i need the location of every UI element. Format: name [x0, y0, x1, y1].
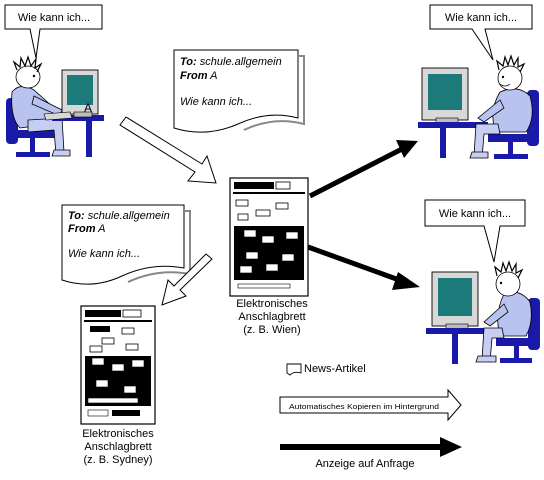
legend-auto-copy-label: Automatisches Kopieren im Hintergrund	[289, 404, 439, 411]
speech-bubble-top-left: Wie kann ich...	[4, 4, 103, 59]
legend-news-article-label: News-Artikel	[304, 363, 366, 375]
bulletin-board-sydney	[80, 305, 156, 425]
message-top-to-value: schule.allgemein	[199, 56, 282, 68]
board-sydney-line3: (z. B. Sydney)	[83, 454, 153, 466]
board-vienna-line3: (z. B. Wien)	[243, 324, 301, 336]
message-left-from-value: A	[98, 223, 106, 235]
board-sydney-line2: Anschlagbrett	[84, 441, 152, 453]
legend-news-article-icon	[286, 363, 302, 376]
message-document-top	[173, 49, 305, 133]
message-top-from-line: From A	[180, 70, 218, 83]
message-top-to-line: To: schule.allgemein	[180, 56, 282, 69]
legend-on-request-arrow	[280, 437, 462, 457]
arrow-request-mid-reader	[307, 244, 420, 290]
message-left-body: Wie kann ich...	[68, 248, 141, 260]
board-sydney-line1: Elektronisches	[82, 428, 154, 440]
message-left-to-value: schule.allgemein	[87, 210, 170, 222]
legend-auto-copy-arrow: Automatisches Kopieren im Hintergrund	[279, 388, 462, 422]
user-reader-top-right	[418, 54, 539, 159]
message-document-left	[61, 204, 191, 285]
arrow-copy-to-sydney	[161, 253, 213, 306]
bubble-text-top-right: Wie kann ich...	[445, 12, 517, 24]
user-reader-mid-right	[426, 260, 540, 364]
message-left-to-line: To: schule.allgemein	[68, 210, 170, 223]
board-vienna-line1: Elektronisches	[236, 298, 308, 310]
bulletin-board-vienna	[229, 177, 309, 297]
arrow-post-to-vienna	[119, 116, 217, 184]
speech-bubble-mid-right: Wie kann ich...	[424, 199, 526, 263]
arrow-request-top-reader	[308, 140, 418, 199]
message-top-body: Wie kann ich...	[180, 96, 253, 108]
board-vienna-caption: Elektronisches Anschlagbrett (z. B. Wien…	[224, 298, 320, 337]
message-left-to-label: To:	[68, 210, 85, 222]
message-top-from-value: A	[210, 70, 218, 82]
message-left-from-label: From	[68, 223, 96, 235]
legend-on-request-label: Anzeige auf Anfrage	[315, 458, 415, 470]
user-a-at-computer: A	[6, 55, 104, 157]
message-top-to-label: To:	[180, 56, 197, 68]
message-top-from-label: From	[180, 70, 208, 82]
bubble-text-top-left: Wie kann ich...	[18, 12, 90, 24]
computer-label-a: A	[84, 101, 92, 115]
bubble-text-mid-right: Wie kann ich...	[439, 208, 511, 220]
board-sydney-caption: Elektronisches Anschlagbrett (z. B. Sydn…	[70, 428, 166, 467]
board-vienna-line2: Anschlagbrett	[238, 311, 306, 323]
speech-bubble-top-right: Wie kann ich...	[429, 4, 533, 61]
message-left-from-line: From A	[68, 223, 106, 236]
